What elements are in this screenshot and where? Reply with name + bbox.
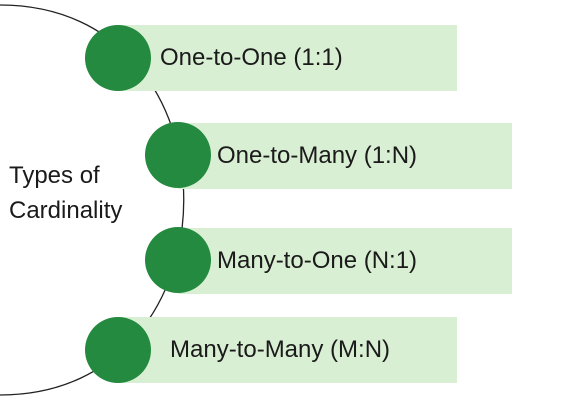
item-label: One-to-Many (1:N) xyxy=(217,142,418,169)
item-marker-circle xyxy=(145,227,211,293)
item-bar-one-to-many: One-to-Many (1:N) xyxy=(178,123,512,189)
item-bar-many-to-many: Many-to-Many (M:N) xyxy=(118,317,457,383)
center-title: Types of Cardinality xyxy=(9,158,159,228)
center-title-line1: Types of xyxy=(9,162,100,189)
item-label: Many-to-One (N:1) xyxy=(217,247,418,274)
item-marker-circle xyxy=(85,317,151,383)
item-marker-circle xyxy=(145,122,211,188)
center-title-line2: Cardinality xyxy=(9,197,123,224)
item-bar-one-to-one: One-to-One (1:1) xyxy=(118,25,457,91)
item-bar-many-to-one: Many-to-One (N:1) xyxy=(178,228,512,294)
item-label: One-to-One (1:1) xyxy=(160,44,343,71)
item-marker-circle xyxy=(85,25,151,91)
item-label: Many-to-Many (M:N) xyxy=(170,336,391,363)
arc-curve xyxy=(0,4,185,396)
